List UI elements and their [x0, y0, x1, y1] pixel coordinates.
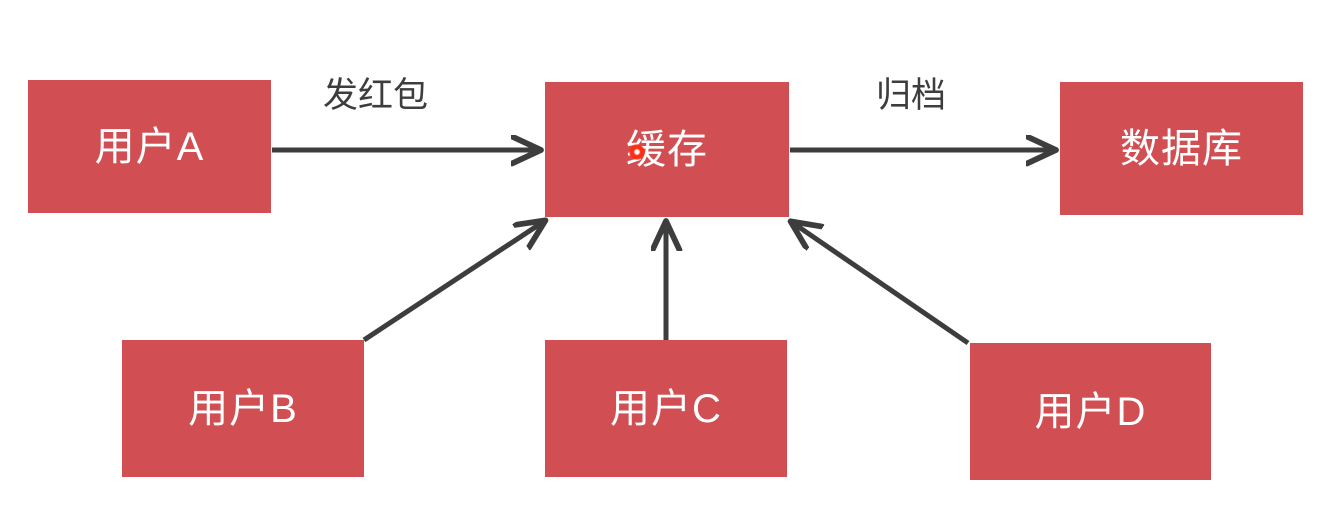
node-user-c[interactable]: 用户C [545, 340, 787, 477]
node-cache[interactable]: 缓存 [545, 82, 789, 217]
edge-label-send-red-packet: 发红包 [323, 76, 429, 115]
edge-label-archive: 归档 [876, 76, 947, 115]
node-user-b-label: 用户B [188, 386, 298, 431]
node-cache-label: 缓存 [626, 127, 708, 172]
node-user-a[interactable]: 用户A [28, 80, 271, 213]
edge-user-d-to-cache [793, 223, 970, 346]
edge-user-b-to-cache [362, 222, 543, 343]
node-user-a-label: 用户A [94, 124, 205, 169]
node-user-c-label: 用户C [610, 386, 722, 431]
node-database-label: 数据库 [1120, 126, 1243, 171]
node-user-d[interactable]: 用户D [970, 343, 1211, 480]
node-database[interactable]: 数据库 [1060, 82, 1303, 215]
node-user-d-label: 用户D [1034, 389, 1147, 434]
node-user-b[interactable]: 用户B [122, 340, 364, 477]
